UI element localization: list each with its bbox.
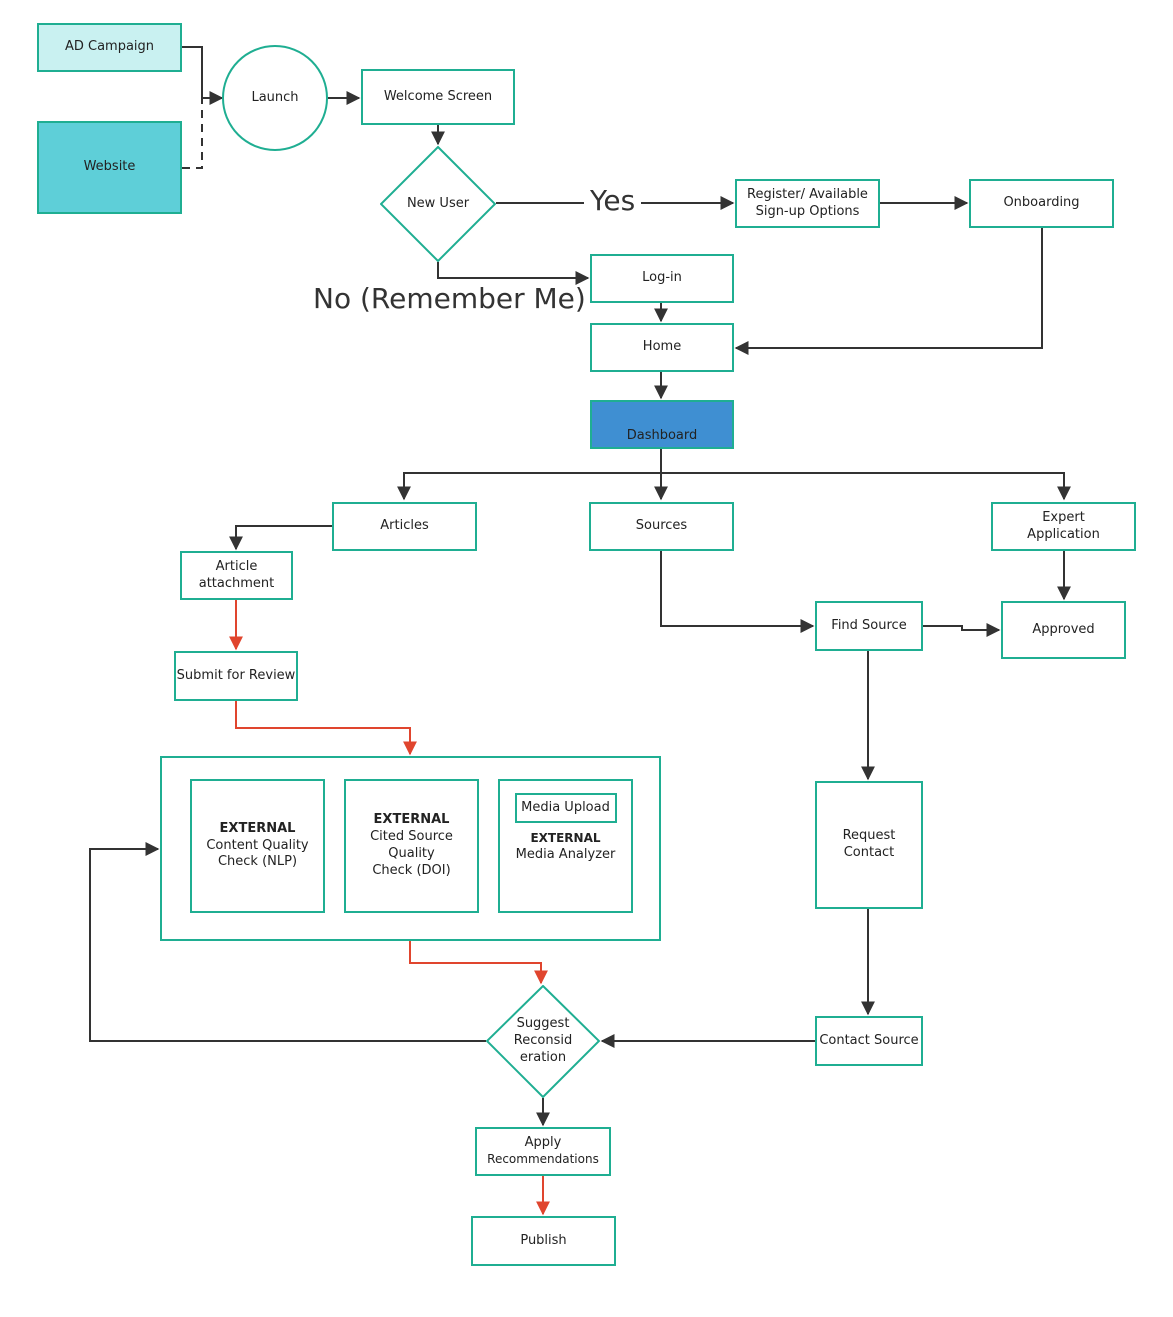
edge-website-to-launch: [182, 98, 203, 169]
register-box[interactable]: Register/ Available Sign-up Options: [735, 179, 880, 228]
external-doi-heading: EXTERNAL: [373, 812, 450, 828]
sources-label: Sources: [635, 518, 688, 534]
suggest-line-1: Suggest: [516, 1016, 570, 1032]
apply-line-2: Recommendations: [487, 1152, 599, 1167]
edge-ad-to-launch: [182, 46, 224, 105]
edge-suggest-loop: [89, 842, 486, 1042]
article-attachment-box[interactable]: Article attachment: [180, 551, 293, 600]
edge-dashboard-branch: [397, 449, 662, 501]
welcome-screen-label: Welcome Screen: [383, 88, 493, 104]
external-media-heading: EXTERNAL: [530, 831, 601, 845]
edge-onboarding-to-home: [734, 228, 1043, 355]
external-nlp-heading: EXTERNAL: [219, 820, 296, 836]
edge-find-to-approved: [923, 623, 1001, 637]
website-label: Website: [83, 159, 136, 175]
expert-application-line-2: Application: [1027, 526, 1100, 542]
request-contact-box[interactable]: Request Contact: [815, 781, 923, 909]
sources-box[interactable]: Sources: [589, 502, 734, 551]
external-nlp-line-2: Check (NLP): [217, 854, 298, 870]
approved-label: Approved: [1032, 621, 1095, 637]
edge-group-to-suggest: [409, 941, 548, 985]
media-upload-box[interactable]: Media Upload: [514, 793, 617, 823]
home-label: Home: [642, 339, 682, 355]
welcome-screen-box[interactable]: Welcome Screen: [361, 69, 515, 125]
apply-line-1: Apply: [524, 1135, 562, 1151]
articles-box[interactable]: Articles: [332, 502, 477, 551]
external-media-line-1: Media Analyzer: [515, 846, 616, 862]
edge-newuser-no: [437, 262, 590, 285]
launch-circle[interactable]: Launch: [222, 45, 328, 151]
request-contact-label: Request Contact: [842, 828, 896, 860]
home-box[interactable]: Home: [590, 323, 734, 372]
external-doi-line-1: Cited Source Quality: [370, 829, 453, 861]
register-line-2: Sign-up Options: [755, 203, 860, 219]
no-edge-label: No (Remember Me): [313, 282, 586, 315]
ad-campaign-box[interactable]: AD Campaign: [37, 23, 182, 72]
new-user-diamond[interactable]: New User: [380, 146, 496, 262]
expert-application-line-1: Expert: [1042, 509, 1085, 525]
onboarding-label: Onboarding: [1003, 195, 1080, 211]
submit-for-review-box[interactable]: Submit for Review: [174, 651, 298, 701]
approved-box[interactable]: Approved: [1001, 601, 1126, 659]
contact-source-box[interactable]: Contact Source: [815, 1016, 923, 1066]
onboarding-box[interactable]: Onboarding: [969, 179, 1114, 228]
website-box[interactable]: Website: [37, 121, 182, 214]
dashboard-box[interactable]: Dashboard: [590, 400, 734, 449]
dashboard-label: Dashboard: [626, 428, 698, 444]
find-source-box[interactable]: Find Source: [815, 601, 923, 651]
suggest-line-2: Reconsid: [513, 1033, 573, 1049]
article-attachment-label: Article attachment: [198, 558, 275, 591]
register-line-1: Register/ Available: [747, 186, 868, 202]
suggest-reconsideration-diamond[interactable]: Suggest Reconsid eration: [486, 985, 600, 1098]
expert-application-box[interactable]: Expert Application: [991, 502, 1136, 551]
edge-submit-to-group: [235, 701, 417, 756]
external-doi-line-2: Check (DOI): [372, 862, 451, 878]
ad-campaign-label: AD Campaign: [64, 39, 155, 55]
publish-label: Publish: [520, 1232, 567, 1248]
launch-label: Launch: [251, 89, 299, 105]
publish-box[interactable]: Publish: [471, 1216, 616, 1266]
external-doi-box[interactable]: EXTERNAL Cited Source Quality Check (DOI…: [344, 779, 479, 913]
edge-articles-to-attachment: [229, 525, 332, 551]
edge-sources-to-find: [660, 551, 815, 633]
new-user-label: New User: [406, 195, 470, 211]
yes-edge-label: Yes: [584, 184, 642, 217]
contact-source-label: Contact Source: [819, 1032, 919, 1048]
login-box[interactable]: Log-in: [590, 254, 734, 303]
login-label: Log-in: [642, 270, 682, 286]
apply-recommendations-box[interactable]: Apply Recommendations: [475, 1127, 611, 1176]
external-nlp-line-1: Content Quality: [206, 837, 309, 853]
external-media-box[interactable]: Media Upload EXTERNAL Media Analyzer: [498, 779, 633, 913]
external-nlp-box[interactable]: EXTERNAL Content Quality Check (NLP): [190, 779, 325, 913]
submit-for-review-label: Submit for Review: [176, 667, 296, 683]
find-source-label: Find Source: [831, 617, 907, 633]
media-upload-label: Media Upload: [521, 799, 610, 815]
suggest-line-3: eration: [519, 1049, 567, 1065]
articles-label: Articles: [380, 518, 429, 534]
edge-dashboard-to-expert: [661, 472, 1071, 501]
